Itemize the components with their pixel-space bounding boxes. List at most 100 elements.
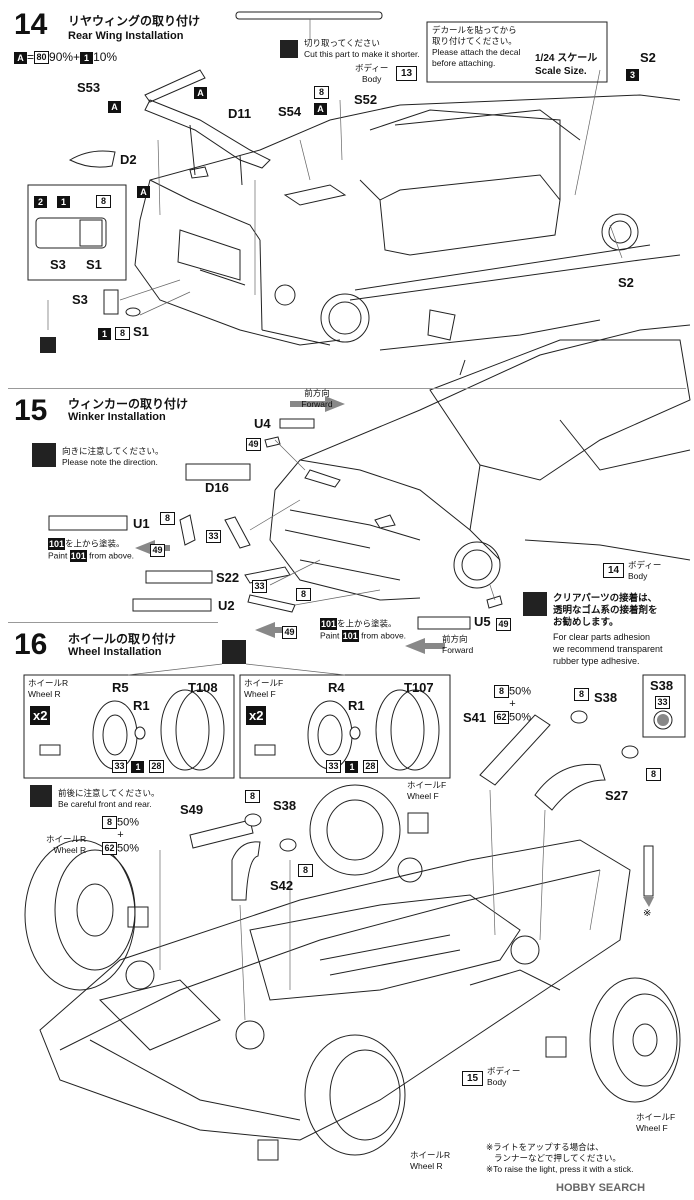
- code-badge: 49: [496, 618, 511, 632]
- code-badge: 8: [494, 685, 509, 698]
- code-badge: 33: [326, 760, 341, 774]
- part-label: U1: [133, 516, 150, 531]
- code-badge: 1: [57, 195, 70, 208]
- code-badge: A: [14, 51, 27, 64]
- wheel-f-label: ホイールF Wheel F: [636, 1112, 676, 1133]
- code-badge: 28: [362, 760, 378, 774]
- part-label: R1: [348, 698, 365, 713]
- watermark: HOBBY SEARCH: [556, 1182, 646, 1194]
- scale-note: 1/24 スケール Scale Size.: [535, 53, 598, 77]
- code-badge: 8: [314, 86, 329, 100]
- step14-title-en: Rear Wing Installation: [68, 30, 184, 42]
- code-badge: 1: [80, 51, 94, 64]
- code-badge: 33: [655, 696, 670, 710]
- part-label: S41: [463, 710, 487, 725]
- body-number: 15: [462, 1071, 484, 1087]
- code-badge: 33: [206, 530, 221, 544]
- forward-label: 前方向 Forward: [301, 388, 333, 409]
- code-badge: 8: [296, 588, 311, 602]
- part-label: S53: [77, 80, 101, 95]
- code-badge: 8: [96, 195, 111, 209]
- body-label: ボディー Body: [628, 560, 662, 581]
- wheel-r-label: ホイールR Wheel R: [410, 1150, 451, 1171]
- step16-drawing: [23, 640, 686, 1161]
- part-label: S2: [640, 50, 656, 65]
- code-badge: 101: [48, 538, 66, 550]
- care-note: 前後に注意してください。 Be careful front and rear.: [58, 788, 160, 809]
- code-badge: 8: [574, 688, 589, 702]
- paint-note-2: 101を上から塗装。 Paint 101 from above.: [320, 618, 407, 642]
- part-label: S27: [605, 788, 629, 803]
- part-label: U2: [218, 598, 235, 613]
- code-badge: 101: [341, 630, 359, 642]
- paint-note-1: 101を上から塗装。 Paint 101 from above.: [48, 538, 135, 562]
- part-label: D2: [120, 152, 137, 167]
- code-badge: 1: [98, 327, 111, 340]
- part-label: T107: [404, 680, 434, 695]
- part-label: D16: [205, 480, 229, 495]
- part-label: S38: [594, 690, 618, 705]
- wheel-r-label: ホイールR Wheel R: [46, 834, 87, 855]
- part-label: S3: [50, 257, 66, 272]
- decal-note: デカールを貼ってから 取り付けてください。 Please attach the …: [432, 25, 521, 68]
- wheel-f-label: ホイールF Wheel F: [407, 780, 447, 801]
- code-badge: 49: [282, 626, 297, 640]
- part-label: S38: [273, 798, 297, 813]
- part-label: S2: [618, 275, 634, 290]
- wheel-r-label: ホイールR Wheel R: [28, 678, 69, 699]
- code-badge: A: [314, 102, 327, 115]
- code-badge: 101: [69, 550, 87, 562]
- code-badge: 49: [246, 438, 261, 452]
- part-label: S1: [86, 257, 102, 272]
- code-badge: 101: [320, 618, 338, 630]
- part-label: R4: [328, 680, 345, 695]
- step15-title-jp: ウィンカーの取り付け: [68, 397, 189, 411]
- code-badge: 80: [34, 51, 50, 65]
- step16-title-en: Wheel Installation: [68, 646, 162, 658]
- section-divider: [8, 388, 686, 389]
- asterisk-mark: ※: [643, 908, 652, 919]
- part-label: S54: [278, 104, 302, 119]
- code-badge: 8: [646, 768, 661, 782]
- wheel-f-label: ホイールF Wheel F: [244, 678, 284, 699]
- part-label: U4: [254, 416, 271, 431]
- body-number: 14: [603, 563, 625, 579]
- part-label: S49: [180, 802, 204, 817]
- code-badge: 3: [626, 68, 639, 81]
- body-number: 13: [396, 66, 418, 82]
- code-badge: 2: [34, 195, 47, 208]
- part-label: S1: [133, 324, 149, 339]
- code-badge: 33: [252, 580, 267, 594]
- part-label: D11: [228, 106, 252, 121]
- body-label: ボディー Body: [355, 63, 389, 84]
- part-label: T108: [188, 680, 218, 695]
- code-badge: 8: [102, 816, 117, 829]
- code-badge: A: [194, 86, 207, 99]
- part-label: S42: [270, 878, 294, 893]
- code-badge: 62: [102, 842, 117, 856]
- clear-parts-note: クリアパーツの接着は、 透明なゴム系の接着剤を お勧めします。: [553, 593, 658, 628]
- code-badge: 8: [160, 512, 175, 526]
- light-note: ※ライトをアップする場合は、 ランナーなどで押してください。 ※To raise…: [486, 1142, 634, 1174]
- step-number-14: 14: [14, 8, 48, 41]
- part-label: U5: [474, 614, 491, 629]
- step16-title-jp: ホイールの取り付け: [68, 632, 177, 646]
- code-badge: 62: [494, 711, 509, 725]
- part-label: R5: [112, 680, 129, 695]
- code-badge: 1: [131, 760, 145, 773]
- step-number-16: 16: [14, 628, 48, 661]
- step15-car-drawing: [32, 324, 691, 654]
- part-label: S22: [216, 570, 240, 585]
- section-divider: [8, 622, 218, 623]
- code-badge: 8: [245, 790, 260, 804]
- code-badge: 49: [150, 544, 165, 558]
- code-badge: 28: [148, 760, 164, 774]
- step15-title-en: Winker Installation: [68, 411, 166, 423]
- cut-note: 切り取ってください Cut this part to make it short…: [304, 38, 420, 59]
- forward-label: 前方向 Forward: [442, 634, 474, 655]
- code-badge: 33: [112, 760, 127, 774]
